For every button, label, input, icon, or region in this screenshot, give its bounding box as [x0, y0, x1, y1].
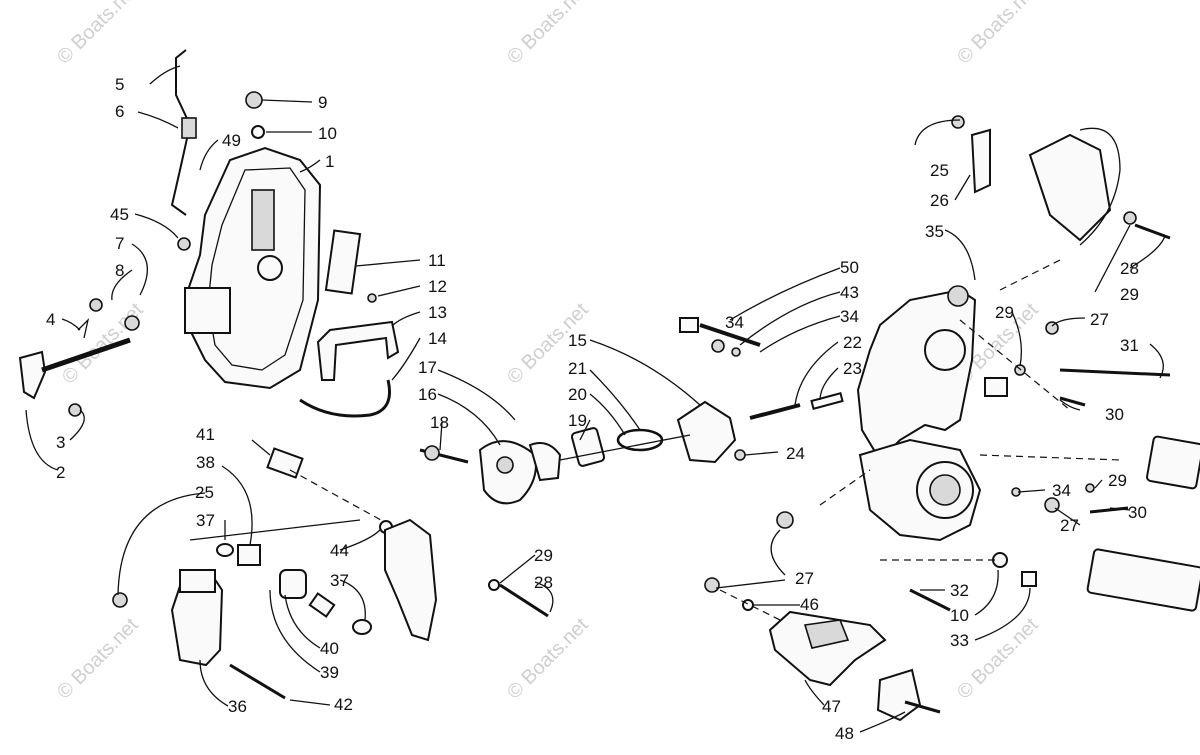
part-label: 13: [428, 303, 447, 322]
part-label: 46: [800, 595, 819, 614]
part-label: 28: [534, 573, 553, 592]
gearcase-assembly: [679, 115, 1200, 612]
watermark: © Boats.net: [503, 0, 593, 69]
part-label: 22: [843, 333, 862, 352]
part-label: 17: [418, 358, 437, 377]
part-label: 34: [840, 307, 859, 326]
watermark: © Boats.net: [953, 0, 1043, 69]
part-label: 41: [196, 425, 215, 444]
part-label: 34: [725, 313, 744, 332]
part-label: 25: [195, 483, 214, 502]
part-labels: 1 2 3 4 5 6 7 8 9 10 11 12 13 14 15 16 1…: [46, 75, 1147, 743]
part-label: 39: [320, 663, 339, 682]
part-label: 15: [568, 331, 587, 350]
part-label: 30: [1105, 405, 1124, 424]
part-label: 27: [1090, 310, 1109, 329]
watermark: © Boats.net: [503, 614, 593, 704]
chaincase-cover-assembly: [18, 49, 400, 418]
part-label: 16: [418, 385, 437, 404]
part-label: 9: [318, 93, 327, 112]
part-label: 29: [534, 546, 553, 565]
part-label: 37: [196, 511, 215, 530]
middle-parts: [478, 392, 844, 505]
part-label: 48: [835, 724, 854, 743]
chain-tensioner-assembly: [704, 577, 941, 722]
part-label: 34: [1052, 481, 1071, 500]
part-label: 18: [430, 413, 449, 432]
part-label: 30: [1128, 503, 1147, 522]
part-label: 27: [795, 569, 814, 588]
watermark: © Boats.net: [53, 0, 143, 69]
part-label: 44: [330, 541, 349, 560]
watermark: © Boats.net: [58, 299, 148, 389]
part-label: 4: [46, 310, 55, 329]
part-label: 37: [330, 571, 349, 590]
part-label: 28: [1120, 259, 1139, 278]
tensioner-assembly: [112, 445, 549, 700]
part-label: 2: [56, 463, 65, 482]
part-label: 3: [56, 433, 65, 452]
watermark: © Boats.net: [53, 614, 143, 704]
watermark: © Boats.net: [953, 614, 1043, 704]
part-label: 32: [950, 581, 969, 600]
part-label: 20: [568, 385, 587, 404]
part-label: 33: [950, 631, 969, 650]
part-label: 29: [1120, 285, 1139, 304]
part-label: 1: [325, 152, 334, 171]
part-label: 21: [568, 359, 587, 378]
part-label: 45: [110, 205, 129, 224]
part-label: 29: [1108, 471, 1127, 490]
part-label: 26: [930, 191, 949, 210]
part-label: 27: [1060, 516, 1079, 535]
part-label: 31: [1120, 336, 1139, 355]
part-label: 49: [222, 131, 241, 150]
part-label: 40: [320, 639, 339, 658]
part-label: 36: [228, 697, 247, 716]
part-label: 7: [115, 234, 124, 253]
part-label: 8: [115, 261, 124, 280]
part-label: 12: [428, 277, 447, 296]
part-label: 29: [995, 303, 1014, 322]
part-label: 43: [840, 283, 859, 302]
part-label: 14: [428, 329, 447, 348]
part-label: 35: [925, 222, 944, 241]
part-label: 25: [930, 161, 949, 180]
part-label: 6: [115, 102, 124, 121]
leader-lines: [25, 65, 1166, 733]
part-label: 11: [428, 251, 446, 270]
part-label: 24: [786, 444, 805, 463]
part-label: 42: [334, 695, 353, 714]
part-label: 19: [568, 411, 587, 430]
part-label: 50: [840, 258, 859, 277]
part-label: 47: [822, 697, 841, 716]
part-label: 5: [115, 75, 124, 94]
part-label: 38: [196, 453, 215, 472]
part-label: 10: [318, 124, 337, 143]
part-label: 10: [950, 606, 969, 625]
part-label: 23: [843, 359, 862, 378]
